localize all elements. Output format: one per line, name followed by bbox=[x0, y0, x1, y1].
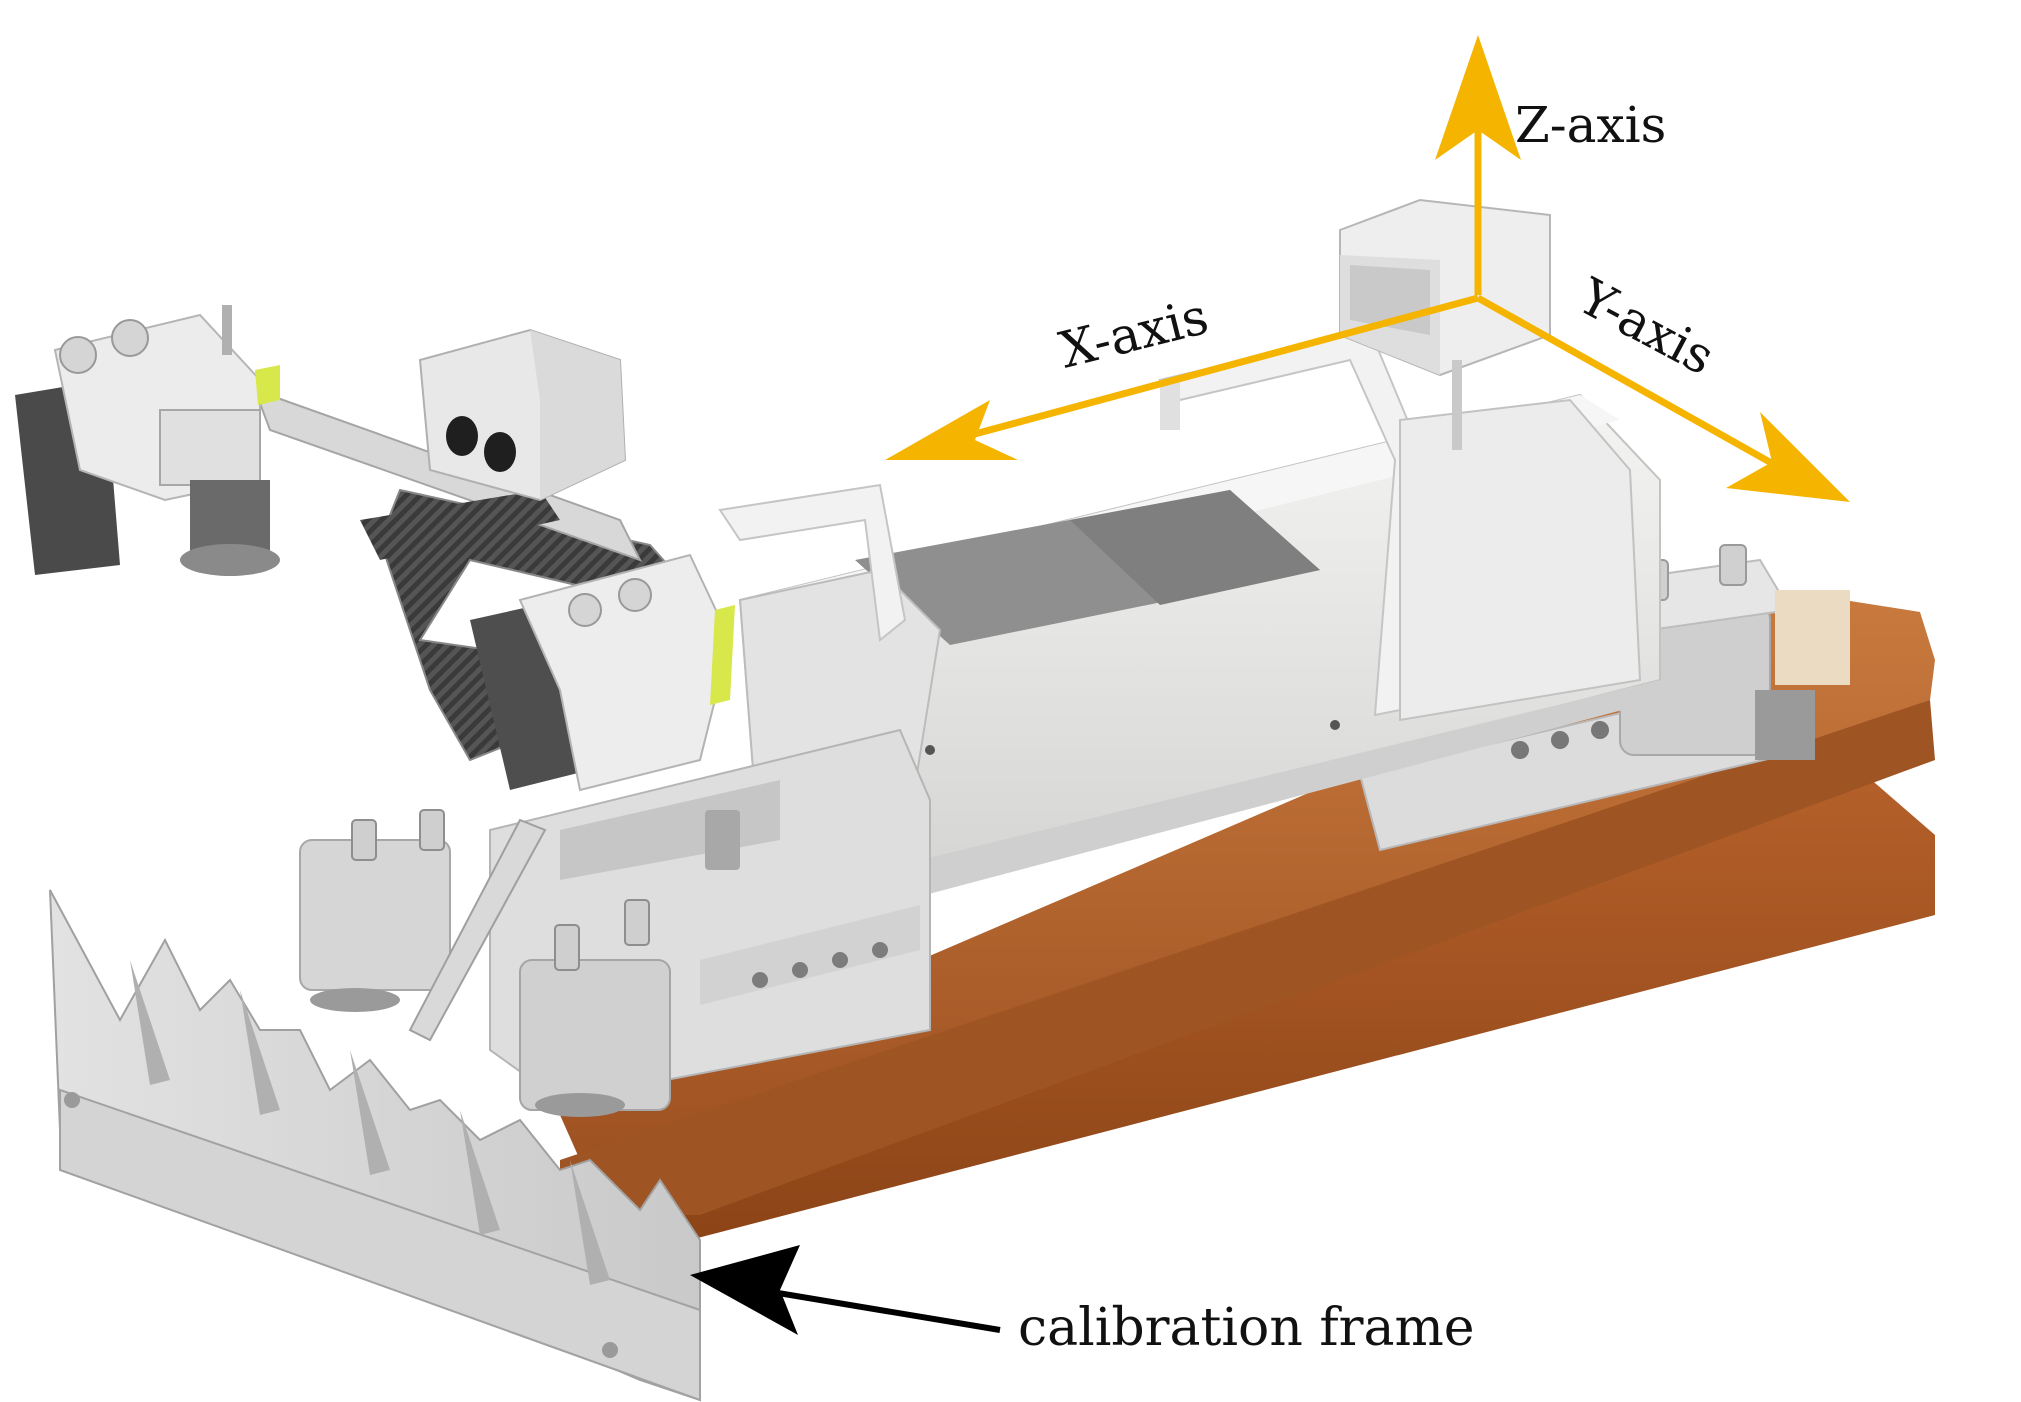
x-axis-label: X-axis bbox=[1054, 287, 1214, 380]
y-axis-arrowhead bbox=[1726, 412, 1850, 502]
x-axis-arrowhead bbox=[885, 400, 1018, 460]
calibration-frame bbox=[49, 889, 701, 1402]
reference-cube bbox=[1339, 198, 1551, 450]
front-chassis bbox=[299, 728, 931, 1117]
callout-label: calibration frame bbox=[1018, 1298, 1475, 1358]
y-axis-label: Y-axis bbox=[1568, 267, 1723, 386]
middle-scanner bbox=[470, 553, 735, 792]
left-scanner bbox=[15, 305, 280, 576]
z-axis-arrowhead bbox=[1435, 35, 1521, 160]
callout-arrowhead bbox=[690, 1245, 800, 1335]
z-axis-label: Z-axis bbox=[1515, 96, 1666, 154]
x-axis-line bbox=[959, 294, 1479, 442]
camera-head bbox=[418, 328, 627, 502]
y-axis-line bbox=[1476, 294, 1777, 469]
callout: calibration frame bbox=[690, 1245, 1475, 1358]
callout-arrow-line bbox=[759, 1287, 1001, 1333]
robot-illustration bbox=[15, 198, 1850, 1117]
